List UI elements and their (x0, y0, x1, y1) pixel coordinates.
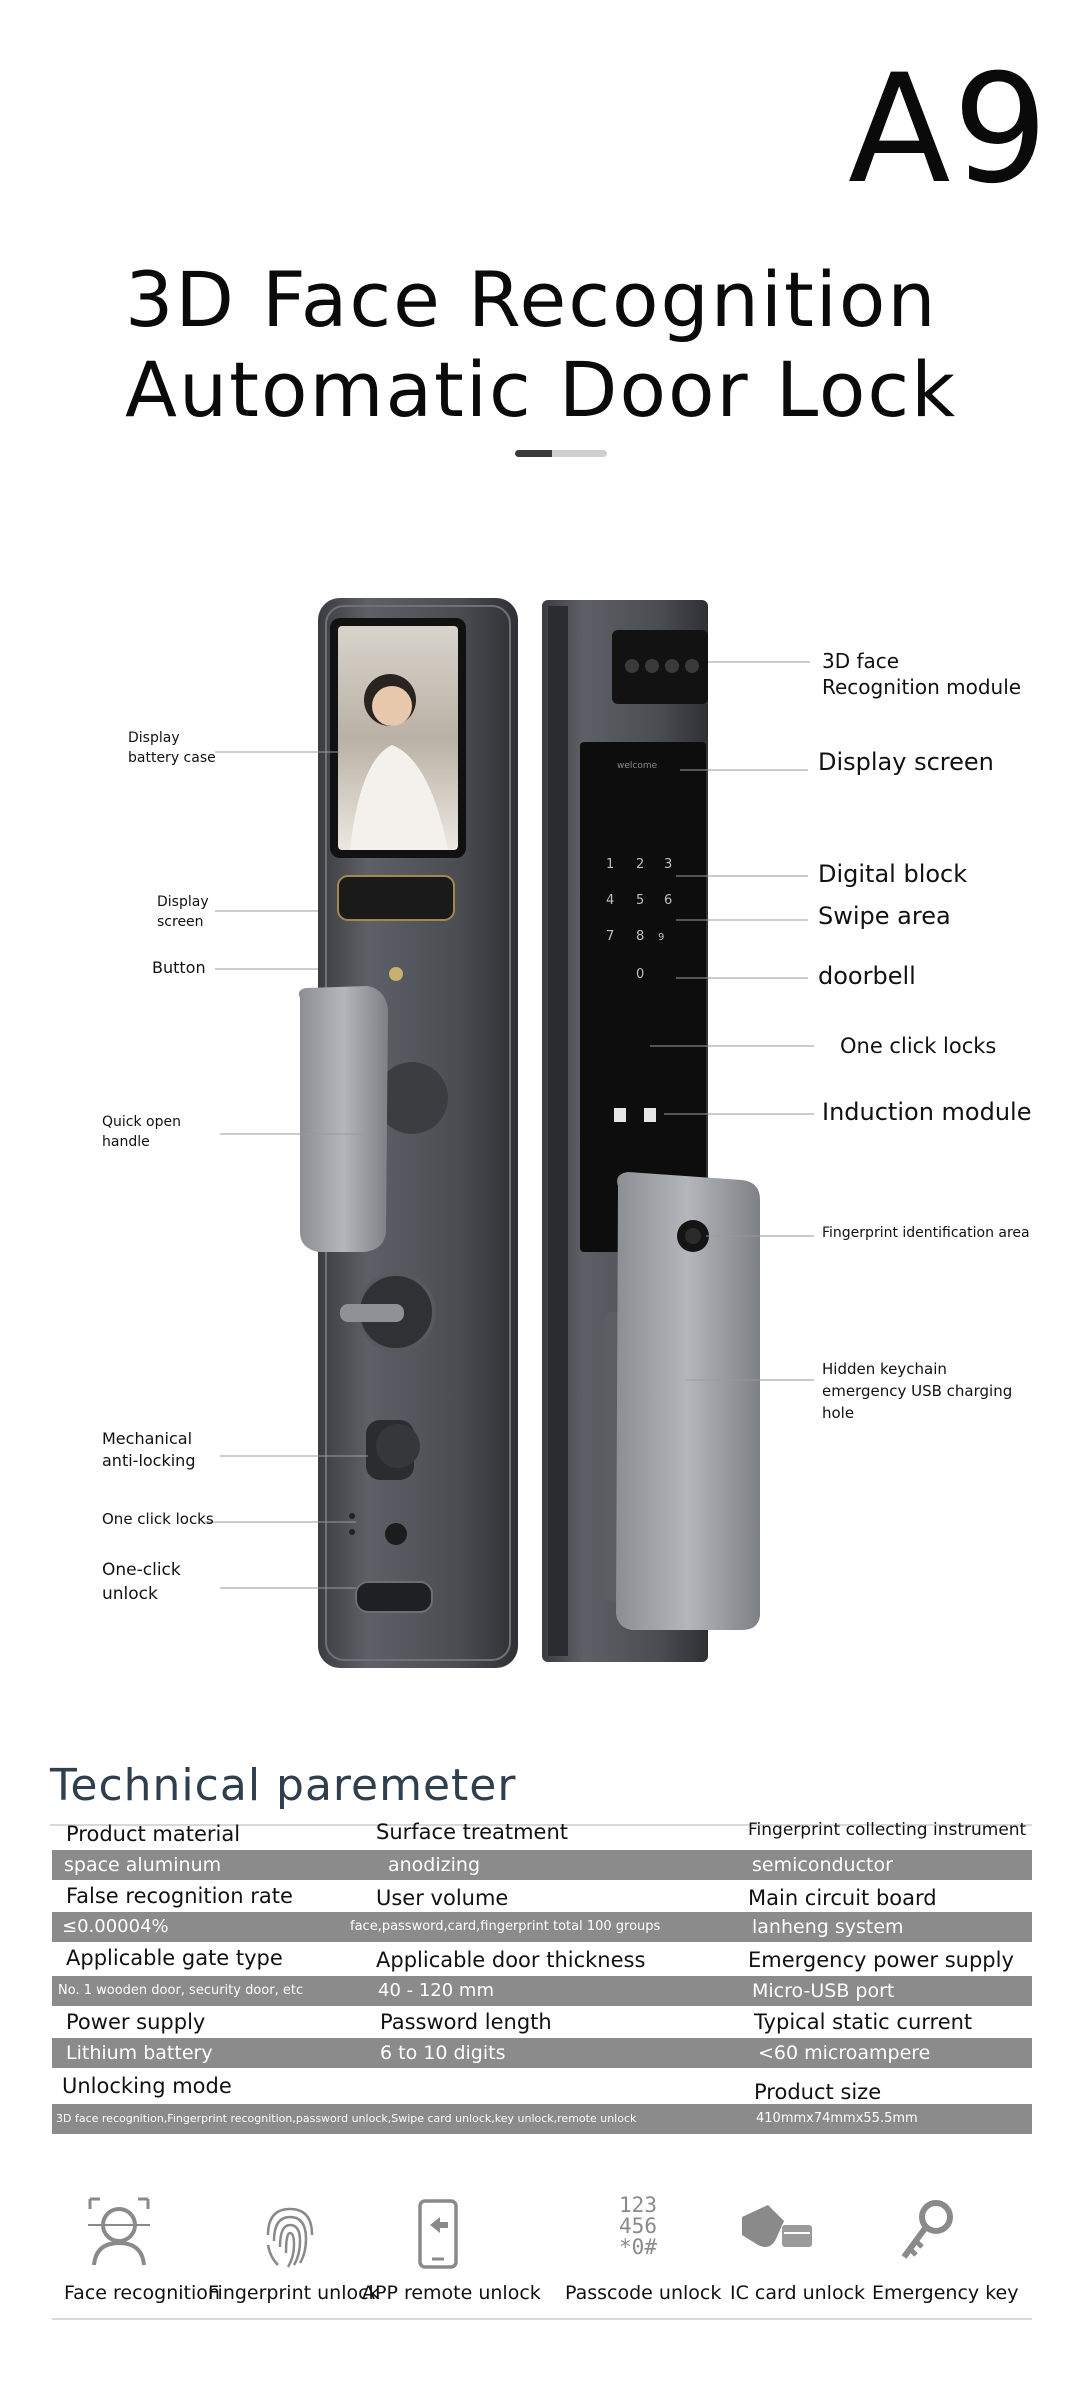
title-line-1: 3D Face Recognition (125, 255, 938, 344)
param-label: Fingerprint collecting instrument (748, 1820, 1027, 1840)
feature-label-app: APP remote unlock (362, 2282, 541, 2304)
fingerprint-icon (254, 2195, 324, 2275)
svg-text:6: 6 (664, 893, 672, 908)
title-line-2: Automatic Door Lock (125, 345, 958, 434)
callout-swipe-area: Swipe area (818, 902, 951, 930)
param-value: ≤0.00004% (62, 1916, 169, 1937)
callout-one-click-locks-right: One click locks (840, 1034, 997, 1058)
param-value: anodizing (388, 1854, 481, 1876)
param-label: Main circuit board (748, 1886, 937, 1910)
side-lock-body: welcome 1 2 3 4 5 6 7 8 9 0 (542, 600, 760, 1662)
param-label: False recognition rate (66, 1884, 293, 1908)
door-lock-illustration: welcome 1 2 3 4 5 6 7 8 9 0 (205, 598, 814, 1668)
svg-text:4: 4 (606, 893, 614, 908)
key-icon (896, 2195, 956, 2275)
param-value: face,password,card,fingerprint total 100… (350, 1919, 661, 1934)
param-value: Micro-USB port (752, 1980, 895, 2002)
callout-induction-module: Induction module (822, 1098, 1032, 1126)
callout-button: Button (152, 958, 206, 977)
param-label: Unlocking mode (62, 2074, 232, 2098)
tech-title-rule (50, 1824, 1032, 1826)
param-value: No. 1 wooden door, security door, etc (58, 1983, 304, 1998)
param-value-band: space aluminum anodizing semiconductor (52, 1850, 1032, 1880)
phone-app-icon (414, 2195, 464, 2275)
param-value: semiconductor (752, 1854, 893, 1876)
feature-label-fingerprint: Fingerprint unlock (208, 2282, 380, 2304)
callout-3d-face-module: 3D face Recognition module (822, 649, 1022, 699)
param-label: Password length (380, 2010, 552, 2034)
svg-text:7: 7 (606, 929, 614, 944)
callout-display-screen-left: Display screen (157, 894, 209, 930)
callout-quick-open-handle: Quick open handle (102, 1114, 181, 1150)
param-label: Product size (754, 2080, 882, 2104)
svg-text:1: 1 (606, 857, 614, 872)
callout-one-click-locks-left: One click locks (102, 1510, 214, 1528)
title-underline (515, 450, 607, 457)
param-label: Emergency power supply (748, 1948, 1014, 1972)
callout-doorbell: doorbell (818, 962, 916, 990)
param-value: 40 - 120 mm (378, 1980, 494, 2001)
front-lock-body (298, 598, 518, 1668)
param-value-band: Lithium battery 6 to 10 digits <60 micro… (52, 2038, 1032, 2068)
callout-fingerprint-area: Fingerprint identification area (822, 1225, 1030, 1241)
svg-text:8: 8 (636, 929, 644, 944)
feature-label-ic-card: IC card unlock (730, 2282, 866, 2304)
panel-keypad: 1 2 3 4 5 6 7 8 9 0 (606, 857, 672, 982)
callout-hidden-keychain: Hidden keychain emergency USB charging h… (822, 1360, 1013, 1422)
param-value: 6 to 10 digits (380, 2042, 506, 2064)
ic-card-icon (738, 2195, 818, 2275)
param-value: <60 microampere (758, 2042, 931, 2064)
passcode-keypad-icon: 123 456 *0# (619, 2193, 657, 2259)
svg-text:3: 3 (664, 857, 672, 872)
svg-text:9: 9 (658, 932, 664, 943)
param-value: 410mmx74mmx55.5mm (756, 2111, 918, 2126)
svg-text:5: 5 (636, 893, 644, 908)
callout-digital-block: Digital block (818, 860, 968, 888)
svg-text:2: 2 (636, 857, 644, 872)
param-value-band: ≤0.00004% face,password,card,fingerprint… (52, 1912, 1032, 1942)
param-value-band: No. 1 wooden door, security door, etc 40… (52, 1976, 1032, 2006)
param-label: Surface treatment (376, 1820, 569, 1844)
callout-mechanical-anti-locking: Mechanical anti-locking (102, 1429, 196, 1470)
panel-welcome-text: welcome (617, 761, 658, 771)
param-label: Product material (66, 1822, 241, 1846)
param-value-band: 3D face recognition,Fingerprint recognit… (52, 2104, 1032, 2134)
feature-label-face: Face recognition (64, 2282, 220, 2304)
param-value: space aluminum (64, 1854, 222, 1876)
callout-display-battery-case: Display battery case (128, 730, 216, 766)
feature-label-key: Emergency key (872, 2282, 1019, 2304)
param-label: Typical static current (754, 2010, 973, 2034)
param-label: Power supply (66, 2010, 206, 2034)
param-label: Applicable door thickness (376, 1948, 646, 1972)
feature-label-passcode: Passcode unlock (565, 2282, 722, 2304)
face-recognition-icon (84, 2195, 154, 2275)
param-label: User volume (376, 1886, 509, 1910)
param-label: Applicable gate type (66, 1946, 283, 1970)
param-value: Lithium battery (66, 2042, 213, 2064)
callout-display-screen-right: Display screen (818, 748, 994, 776)
svg-text:0: 0 (636, 967, 644, 982)
param-value: lanheng system (752, 1916, 904, 1938)
tech-title: Technical paremeter (50, 1760, 517, 1811)
model-name: A9 (847, 43, 1050, 217)
callout-one-click-unlock: One-click unlock (102, 1560, 181, 1604)
param-value: 3D face recognition,Fingerprint recognit… (56, 2112, 637, 2125)
bottom-rule (52, 2318, 1032, 2320)
